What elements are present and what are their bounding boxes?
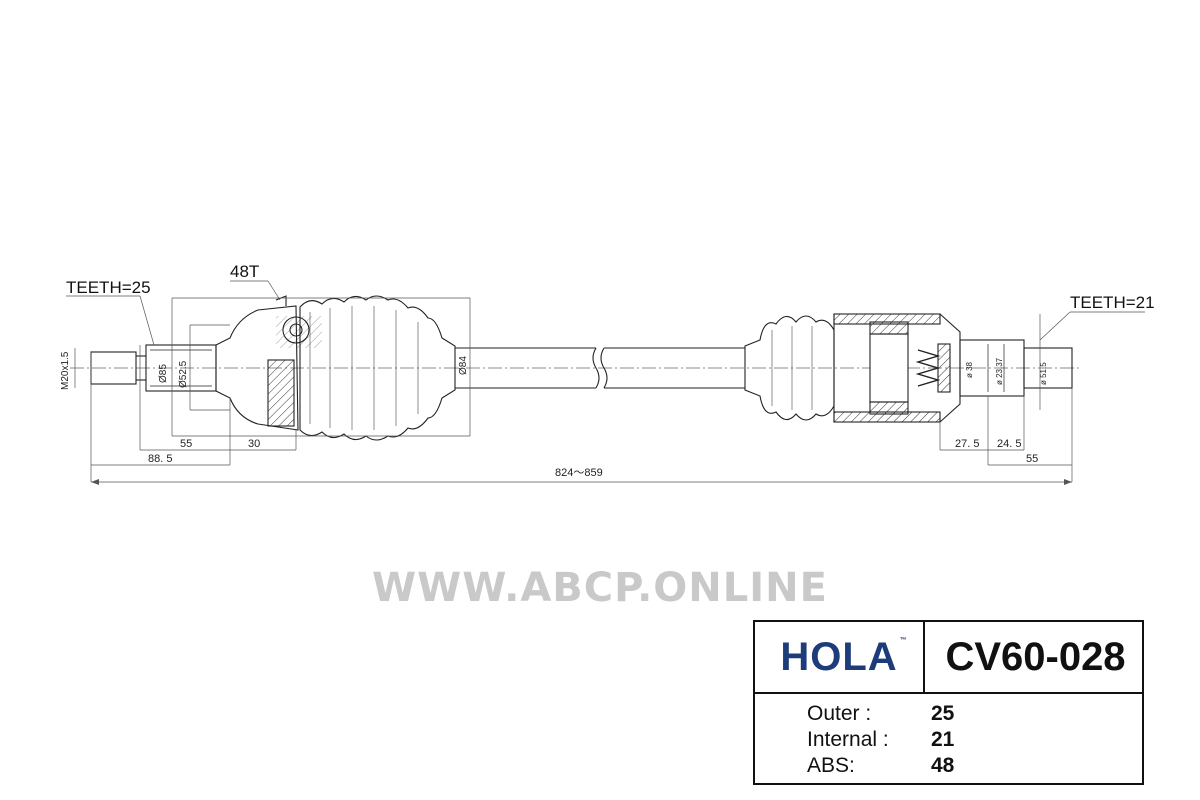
abs-ring (267, 359, 295, 427)
main-shaft (455, 347, 745, 389)
dim-27-5: 27. 5 (955, 438, 979, 450)
brand-name: HOLA (780, 634, 898, 679)
watermark-text: WWW.ABCP.ONLINE (372, 565, 828, 611)
spec-label-abs: ABS: (807, 754, 855, 777)
part-number: CV60-028 (945, 634, 1126, 679)
spec-row-abs: ABS: 48 (755, 754, 1142, 780)
diameter-52-5-label: Ø52.5 (178, 360, 189, 388)
dim-55-right: 55 (1026, 453, 1038, 465)
thread-label: M20x1.5 (60, 351, 71, 390)
spec-value-outer: 25 (931, 702, 955, 725)
diameter-85-label: Ø85 (158, 364, 169, 383)
tripod-spider (869, 333, 909, 403)
dim-88-5: 88. 5 (148, 453, 172, 465)
dim-24-5: 24. 5 (997, 438, 1021, 450)
outer-teeth-label: TEETH=25 (66, 278, 151, 297)
inner-teeth-label: TEETH=21 (1070, 293, 1155, 312)
abs-teeth-label: 48T (230, 262, 259, 281)
spec-label-outer: Outer : (807, 702, 872, 725)
inner-joint (744, 313, 1073, 423)
spec-value-internal: 21 (931, 728, 955, 751)
spec-label-internal: Internal : (807, 728, 889, 751)
diameter-38-label: ø 38 (965, 361, 974, 378)
diameter-84-label: Ø84 (458, 356, 469, 375)
trademark-mark: ™ (899, 636, 908, 644)
dim-30: 30 (248, 438, 260, 450)
diameter-23-37-label: ø 23.37 (995, 357, 1004, 385)
diameter-51-5-label: ø 51.5 (1039, 362, 1048, 385)
outer-boot (299, 295, 456, 441)
spec-row-internal: Internal : 21 (755, 728, 1142, 754)
dim-55-left: 55 (180, 438, 192, 450)
outer-bell-housing (215, 305, 299, 431)
outer-joint (90, 295, 456, 441)
spec-row-outer: Outer : 25 (755, 702, 1142, 728)
dim-total-length: 824～859 (555, 467, 603, 479)
spec-value-abs: 48 (931, 754, 955, 777)
dimension-lines (66, 280, 1145, 485)
inner-stub-end (1023, 347, 1073, 389)
